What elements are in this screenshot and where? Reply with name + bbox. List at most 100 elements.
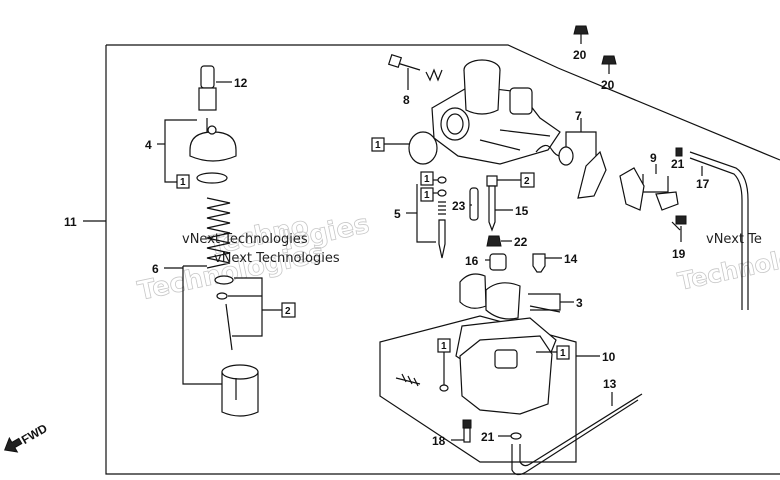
clip-21 [675,147,683,157]
boxed-ref-label: 2 [285,306,291,317]
throttle-stop-bracket [619,167,645,211]
bolt [573,25,589,35]
washer [437,189,447,197]
boxed-ref [420,171,434,186]
watermark-text: vNext Technologies [214,251,340,266]
leader-bracket [164,144,177,183]
float-valve [532,253,546,273]
callout-20: 20 [573,48,587,62]
bolt [601,55,617,65]
boxed-ref-label: 1 [560,348,566,359]
arrow-left-icon [3,436,23,453]
callout-16: 16 [465,254,479,268]
carburetor-top-cap [189,131,237,162]
float-right [485,282,521,320]
callout-14: 14 [564,252,578,266]
screw-head [462,419,472,429]
callout-8: 8 [403,93,410,107]
cable-adjuster-nut [198,87,217,111]
leader-bracket [416,184,436,243]
o-ring [408,131,438,165]
drain-tube [689,157,743,310]
boxed-ref [281,302,296,318]
carb-outlet-bore [446,113,464,135]
pilot-screw [438,219,446,259]
carb-slide-chamber [463,69,501,115]
cap-gasket [196,172,228,184]
carb-choke-housing [509,87,533,115]
bowl-inner [494,349,518,369]
cable-adjuster [200,65,215,89]
leader-bracket [528,293,561,311]
screw-19: 19 [671,215,687,261]
throttle-slide-top [221,364,259,380]
callout-18: 18 [432,434,446,448]
boxed-ref-label: 1 [424,174,430,185]
drain-screw-thread [401,373,419,387]
boxed-ref [437,338,451,353]
screw-18: 18 [432,419,472,448]
callout-21: 21 [481,430,495,444]
throttle-spring [206,197,231,269]
screw-shaft [671,221,681,231]
callout-22: 22 [514,235,528,249]
boxed-ref-label: 1 [424,190,430,201]
throttle-slide [221,371,259,417]
needle-retainer [214,275,234,285]
fwd-label: FWD [19,421,50,447]
leader-bracket [642,174,669,193]
needle-jet-holder [488,185,496,232]
bracket-9-assembly: 9 [619,151,679,211]
callout-17: 17 [696,177,710,191]
drain-tube [689,151,749,310]
callout-13: 13 [603,377,617,391]
boxed-ref [520,172,535,188]
jet-assembly: 1 1 5 23 2 15 22 16 14 [394,171,578,273]
float-bowl [459,335,553,415]
needle-clip [216,292,228,300]
callout-3: 3 [576,296,583,310]
cap-bolt [207,125,217,135]
callout-15: 15 [515,204,529,218]
forward-direction-indicator: FWD [3,421,50,453]
callout-4: 4 [145,138,152,152]
boxed-ref-label: 1 [441,341,447,352]
spring-coil [558,146,574,166]
callout-7: 7 [575,109,582,123]
callout-19: 19 [672,247,686,261]
needle-jet-holder-head [486,175,498,187]
throttle-valve-assembly: 12 4 1 6 2 [145,65,296,417]
choke-lever-assembly: 7 [535,109,607,199]
drain-tube-13: 21 13 [481,377,643,476]
drain-hose [511,399,639,476]
watermark-text: vNext Technologies [182,232,308,247]
callout-23: 23 [452,199,466,213]
boxed-ref [176,174,190,189]
callout-12: 12 [234,76,248,90]
carburetor-body: 8 1 [371,53,561,165]
float-pin [529,305,561,313]
frame-border [105,45,780,475]
jet-needle [225,303,233,351]
leader-bracket [182,266,222,385]
bracket-plate [655,191,679,211]
bowl-callout-outline [379,315,577,463]
boxed-ref-label: 1 [375,140,381,151]
float-valve-seat [489,253,507,271]
frame-border [106,44,780,161]
boxed-ref [420,187,434,202]
screw-head [675,215,687,225]
screw-shaft [463,427,471,443]
clip-21 [510,432,522,440]
cable-17-group: 21 17 [671,147,749,310]
callout-20: 20 [601,78,615,92]
mixture-spring [438,201,446,215]
leader-bracket [164,119,197,144]
float-left [459,273,487,309]
choke-lever [577,150,607,199]
callout-10: 10 [602,350,616,364]
o-ring-small [439,384,449,392]
main-jet [486,235,502,247]
boxed-ref-label: 2 [524,176,530,187]
